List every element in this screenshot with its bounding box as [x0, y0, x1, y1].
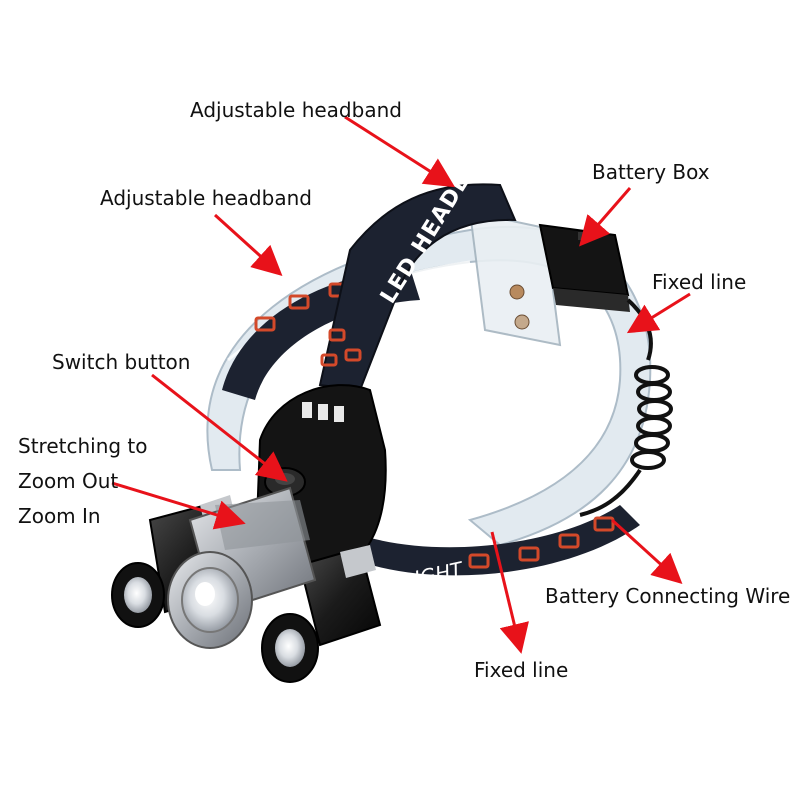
label-zoom-line1: Stretching to: [18, 434, 148, 458]
label-zoom-line3: Zoom In: [18, 504, 101, 528]
arrow-fixed-line-bottom: [490, 531, 529, 654]
arrow-headband-side: [213, 213, 283, 277]
label-adjustable-headband-top: Adjustable headband: [190, 98, 402, 122]
label-adjustable-headband-side: Adjustable headband: [100, 186, 312, 210]
label-fixed-line-right: Fixed line: [652, 270, 747, 294]
battery-coil-wire: [579, 298, 673, 517]
annotation-arrows: [111, 115, 691, 654]
arrow-battery-wire: [610, 518, 683, 585]
label-zoom-line2: Zoom Out: [18, 469, 119, 493]
clear-top-strap: [468, 210, 562, 347]
label-battery-box: Battery Box: [592, 160, 710, 184]
label-fixed-line-bottom: Fixed line: [474, 658, 569, 682]
arrow-fixed-line-right: [626, 292, 691, 334]
label-switch-button: Switch button: [52, 350, 191, 374]
arrow-battery-box: [579, 187, 632, 247]
arrow-headband-top: [344, 115, 456, 188]
arrow-zoom: [111, 481, 246, 530]
arrow-switch-button: [151, 373, 288, 482]
right-lamp: [261, 545, 382, 683]
label-battery-connecting-wire: Battery Connecting Wire: [545, 584, 791, 608]
